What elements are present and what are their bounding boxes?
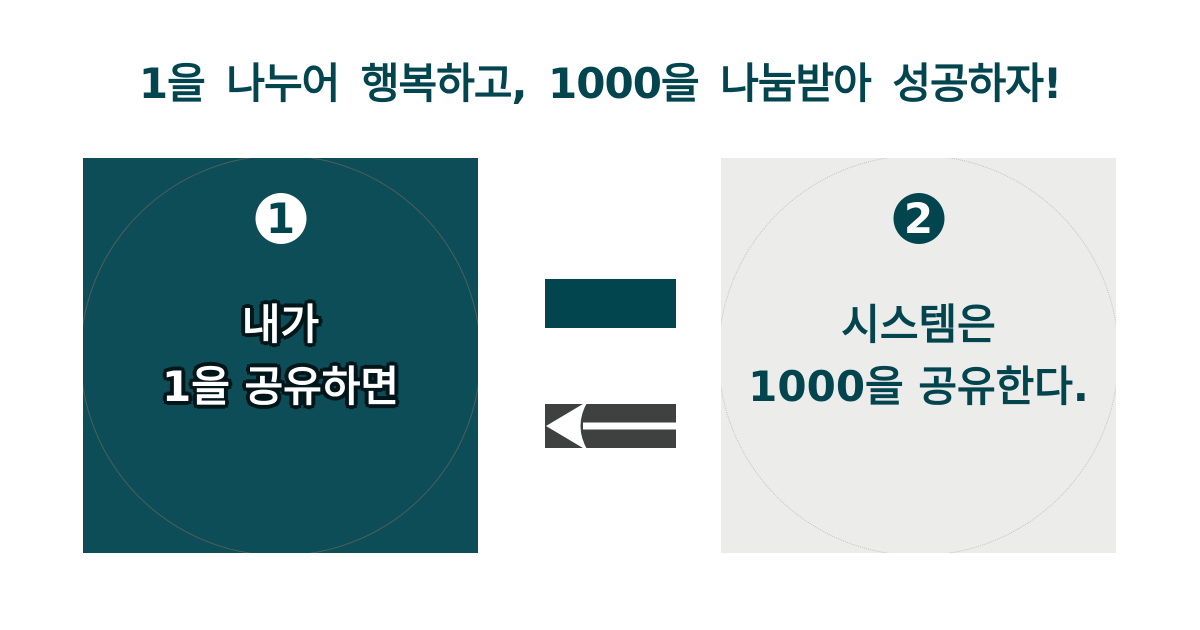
- back-arrow-block: [545, 401, 676, 451]
- right-card-line2: 1000을 공유한다.: [748, 361, 1089, 411]
- left-card: 1 내가 1을 공유하면: [83, 158, 478, 553]
- left-arrow-icon: [545, 401, 676, 451]
- step-2-badge-label: 2: [903, 193, 934, 243]
- step-1-badge-label: 1: [265, 193, 296, 243]
- left-card-text: 내가 1을 공유하면: [83, 294, 478, 418]
- right-card: 2 시스템은 1000을 공유한다.: [721, 158, 1116, 553]
- right-card-line1: 시스템은: [841, 299, 996, 349]
- step-2-badge: 2: [893, 193, 944, 244]
- left-card-line2: 1을 공유하면: [161, 361, 400, 411]
- forward-bar-icon: [545, 279, 676, 328]
- step-1-badge: 1: [255, 193, 306, 244]
- right-card-text: 시스템은 1000을 공유한다.: [721, 294, 1116, 418]
- page-title: 1을 나누어 행복하고, 1000을 나눔받아 성공하자!: [138, 59, 1062, 108]
- left-card-line1: 내가: [241, 299, 320, 349]
